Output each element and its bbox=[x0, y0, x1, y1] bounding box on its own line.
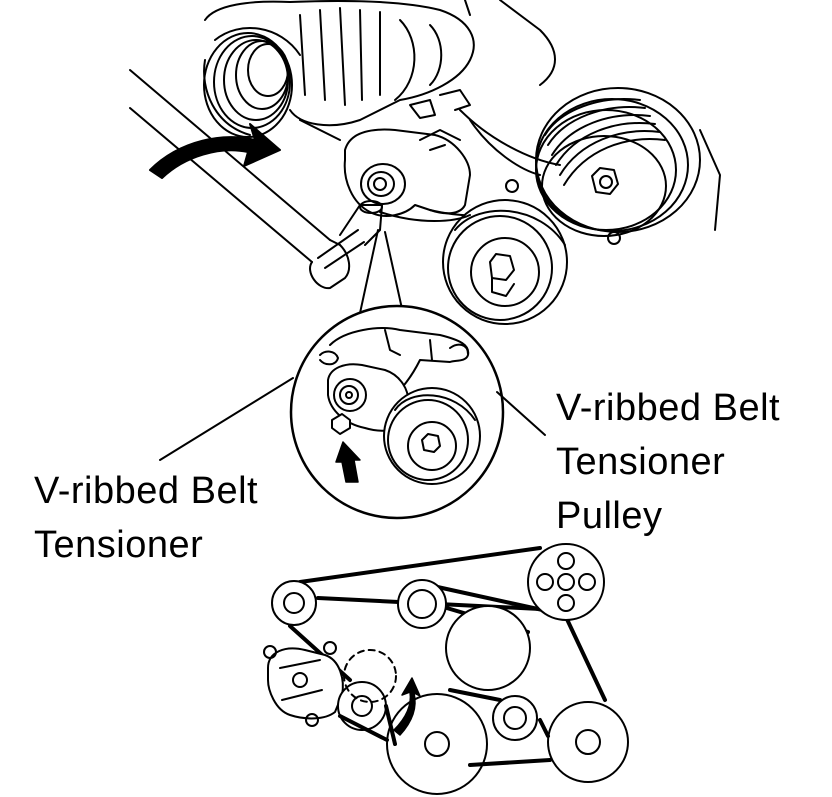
label-line: V-ribbed Belt bbox=[556, 387, 781, 429]
tensioner-leader-line bbox=[159, 377, 294, 461]
label-v-ribbed-belt-tensioner-pulley: V-ribbed Belt Tensioner Pulley bbox=[556, 381, 780, 543]
engine-top-view bbox=[129, 0, 721, 351]
rotation-arrow-icon bbox=[393, 677, 421, 736]
tensioner-pulley bbox=[442, 199, 568, 325]
crank-pulley bbox=[535, 87, 721, 237]
label-v-ribbed-belt-tensioner: V-ribbed Belt Tensioner bbox=[34, 464, 258, 572]
pulley-leader-line bbox=[496, 391, 546, 436]
label-line: Pulley bbox=[556, 495, 663, 537]
label-line: V-ribbed Belt bbox=[34, 470, 259, 512]
tensioner-bracket bbox=[343, 89, 621, 245]
alternator bbox=[203, 0, 556, 138]
up-arrow-icon bbox=[335, 441, 361, 483]
label-line: Tensioner bbox=[556, 441, 726, 483]
label-line: Tensioner bbox=[34, 524, 204, 566]
wrench bbox=[129, 69, 383, 290]
curved-arrow-icon bbox=[149, 123, 281, 179]
detail-magnifier bbox=[289, 304, 505, 520]
belt-routing-schematic bbox=[263, 543, 629, 795]
